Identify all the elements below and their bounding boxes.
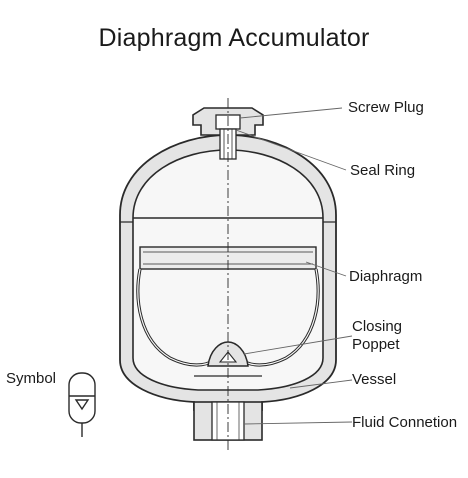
- leader-lines: [235, 107, 353, 425]
- upper-seam: [120, 217, 336, 223]
- label-vessel: Vessel: [352, 371, 397, 388]
- label-closing-poppet-line1: Closing: [352, 318, 403, 335]
- label-symbol: Symbol: [6, 370, 57, 387]
- label-seal-ring: Seal Ring: [350, 162, 416, 179]
- label-screw-plug: Screw Plug: [348, 99, 424, 116]
- label-closing-poppet-line2: Poppet: [352, 336, 400, 353]
- diagram-title: Diaphragm Accumulator: [98, 24, 370, 52]
- label-diaphragm: Diaphragm: [349, 268, 423, 285]
- label-fluid-connection: Fluid Connetion: [352, 414, 458, 431]
- accumulator-symbol: [68, 372, 96, 437]
